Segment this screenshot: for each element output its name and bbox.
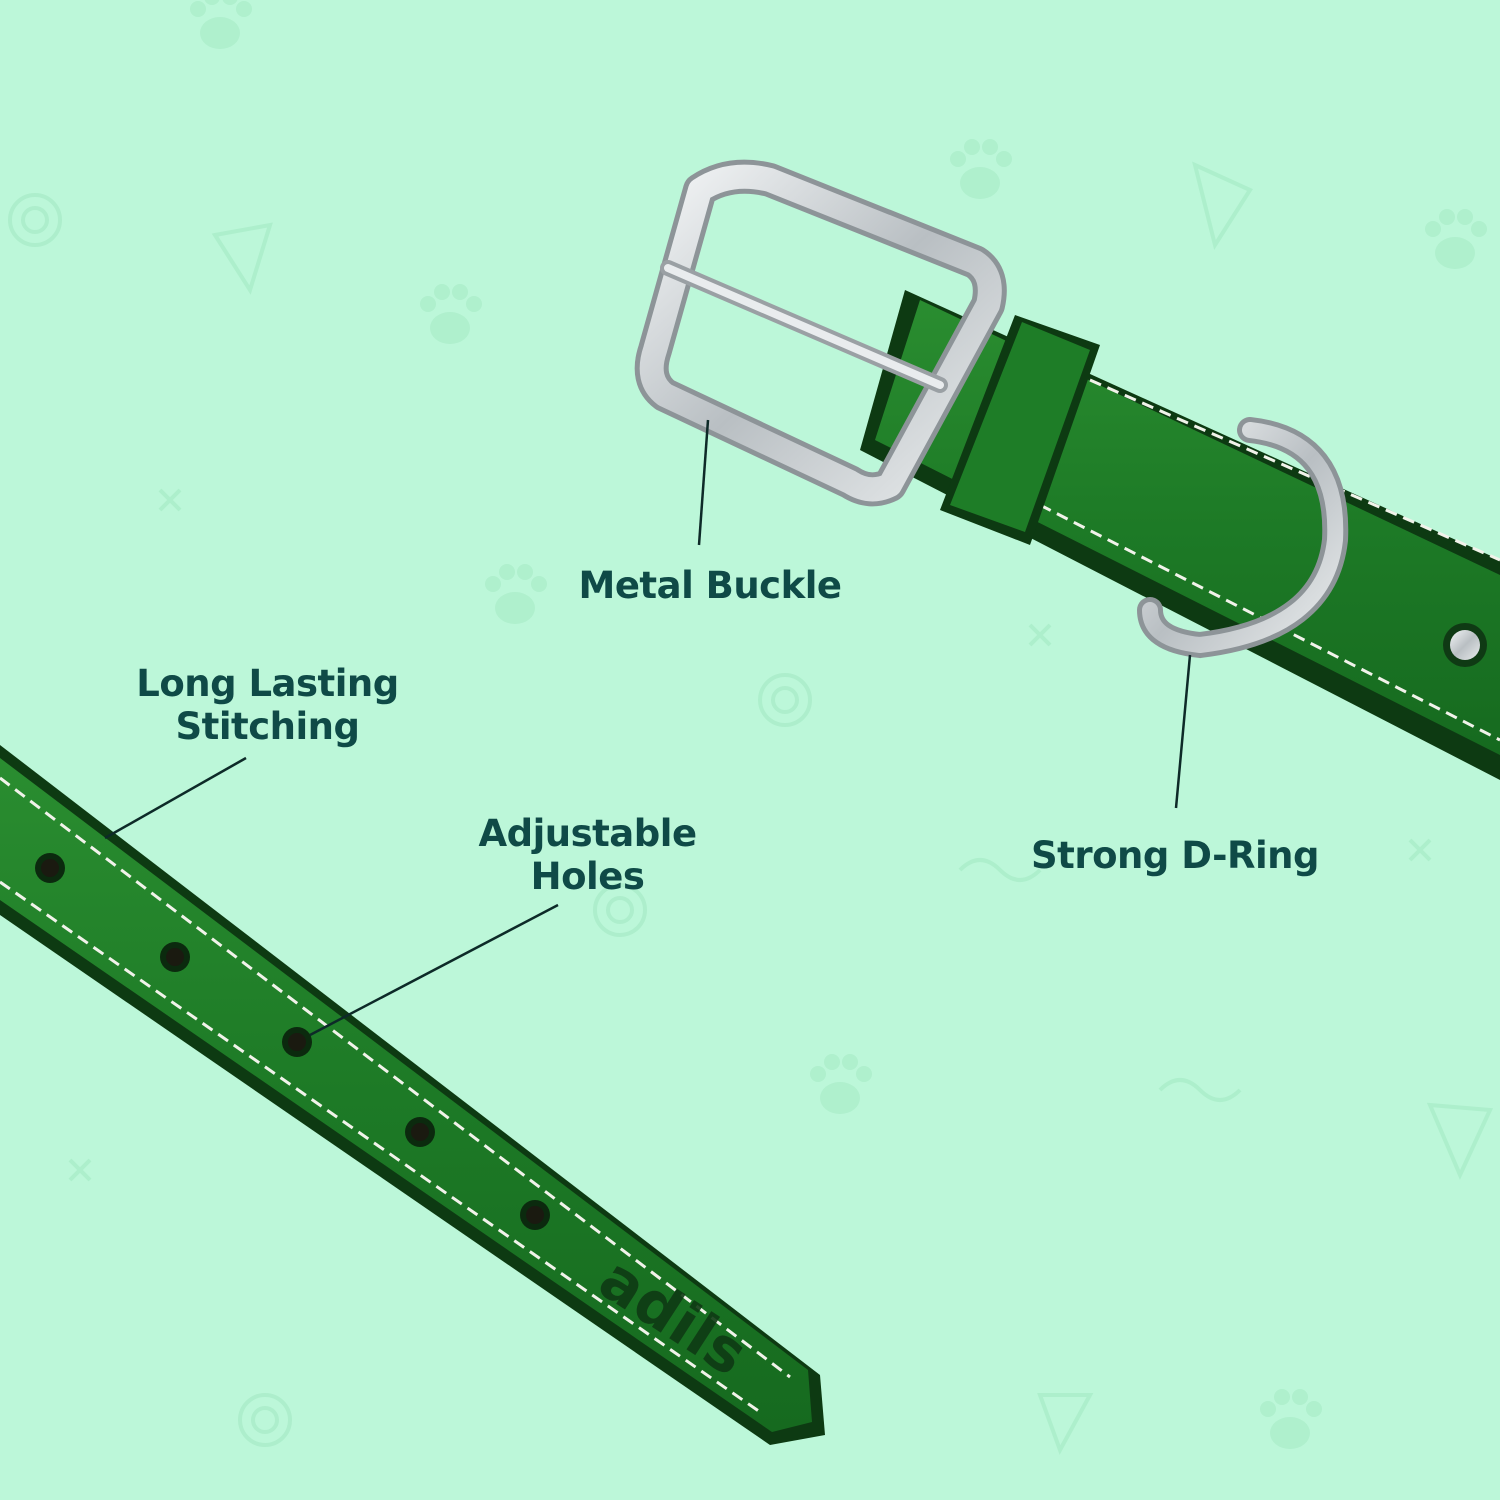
label-holes-line2: Holes — [530, 855, 645, 898]
collar-strap-buckle — [860, 290, 1500, 780]
background-shape-pattern — [8, 161, 1494, 1455]
callout-line-dring — [1174, 654, 1192, 809]
collar-strap-holes — [0, 745, 825, 1445]
rivet — [1443, 623, 1487, 667]
strap-hole — [35, 853, 65, 883]
label-stitching-line2: Stitching — [175, 705, 361, 748]
label-stitching-line1: Long Lasting — [136, 662, 399, 705]
d-ring — [1137, 417, 1349, 659]
label-metal-buckle: Metal Buckle — [560, 564, 860, 607]
callout-line-stitching — [104, 756, 247, 840]
label-strong-d-ring-text: Strong D-Ring — [1031, 834, 1319, 877]
label-holes-line1: Adjustable — [478, 812, 697, 855]
strap-hole — [160, 942, 190, 972]
callout-line-buckle — [697, 419, 710, 546]
callout-line-holes — [309, 903, 559, 1037]
strap-hole — [405, 1117, 435, 1147]
label-long-lasting-stitching: Long Lasting Stitching — [110, 662, 425, 748]
strap-hole — [282, 1027, 312, 1057]
label-metal-buckle-text: Metal Buckle — [578, 564, 843, 607]
background-paw-pattern — [190, 0, 1487, 1449]
metal-buckle — [634, 159, 1007, 507]
label-strong-d-ring: Strong D-Ring — [1020, 834, 1330, 877]
callout-lines — [104, 419, 1192, 1037]
label-adjustable-holes: Adjustable Holes — [455, 812, 720, 898]
strap-hole — [520, 1200, 550, 1230]
